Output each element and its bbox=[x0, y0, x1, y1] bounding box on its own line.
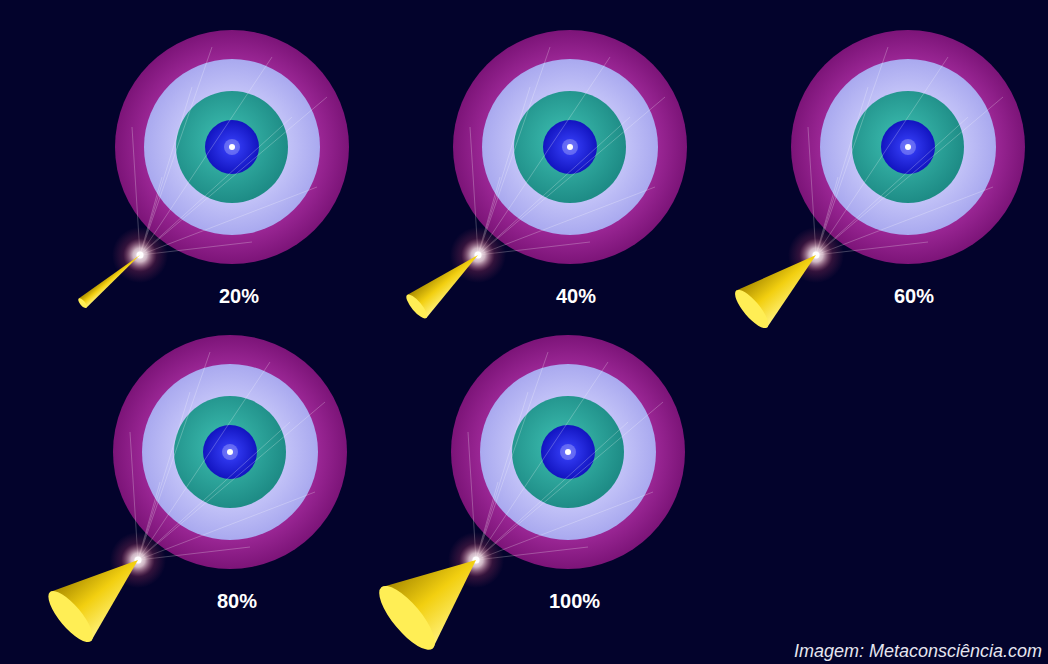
percentage-label: 60% bbox=[894, 285, 934, 308]
percentage-label: 20% bbox=[219, 285, 259, 308]
percentage-label: 80% bbox=[217, 590, 257, 613]
watermark: Imagem: Metaconsciência.com bbox=[794, 641, 1042, 662]
percentage-label: 100% bbox=[549, 590, 600, 613]
percentage-label: 40% bbox=[556, 285, 596, 308]
cone bbox=[77, 250, 144, 309]
